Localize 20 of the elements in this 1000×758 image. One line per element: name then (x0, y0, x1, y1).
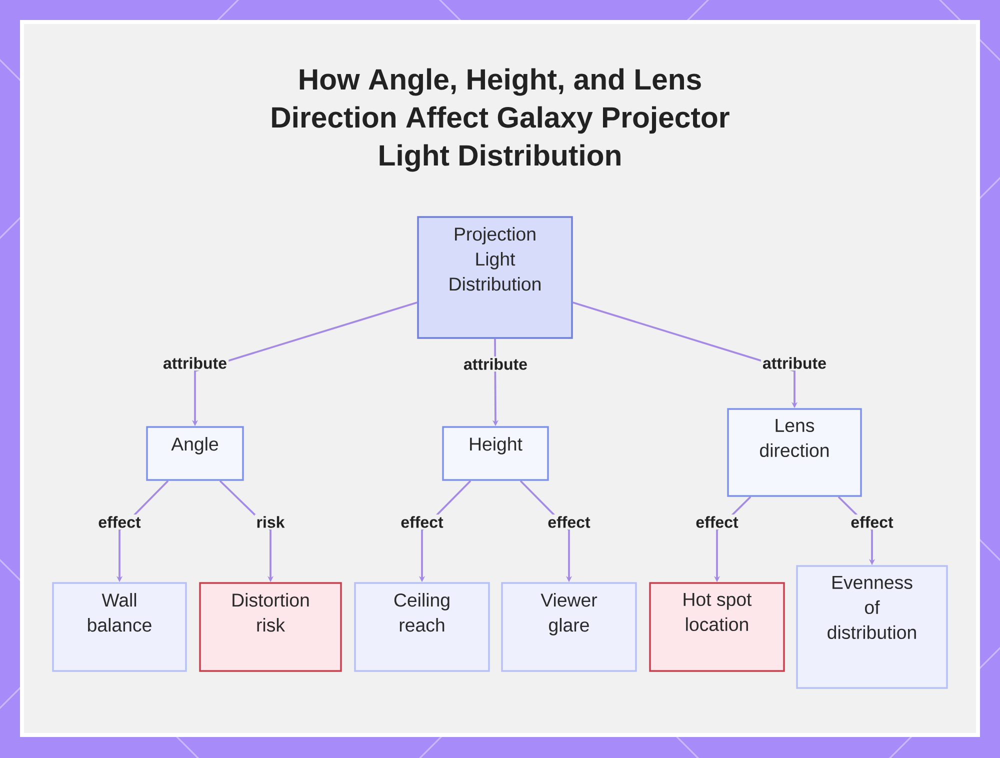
edge-label: effect (96, 514, 142, 530)
edge-label: effect (694, 514, 740, 530)
leaf-box: Evenness of distribution (796, 565, 948, 689)
edge-label: risk (254, 514, 286, 530)
root-box: Projection Light Distribution (417, 216, 573, 339)
edge-label: effect (546, 514, 592, 530)
highlighted-box: Hot spot location (649, 582, 785, 672)
edge-label: attribute (161, 356, 229, 370)
leaf-box: Wall balance (52, 582, 187, 672)
edge-label: attribute (462, 356, 530, 372)
leaf-box: Ceiling reach (354, 582, 490, 672)
edge-label: effect (849, 514, 895, 530)
highlighted-box: Distortion risk (199, 582, 342, 672)
branch-box: Height (442, 426, 549, 481)
branch-box: Lens direction (727, 408, 862, 497)
edge-label: effect (399, 514, 445, 530)
branch-box: Angle (146, 426, 244, 481)
edge-label: attribute (760, 356, 828, 370)
title: How Angle, Height, and Lens Direction Affect Galaxy Projector Light Distribution (272, 68, 730, 172)
leaf-box: Viewer glare (501, 582, 637, 672)
